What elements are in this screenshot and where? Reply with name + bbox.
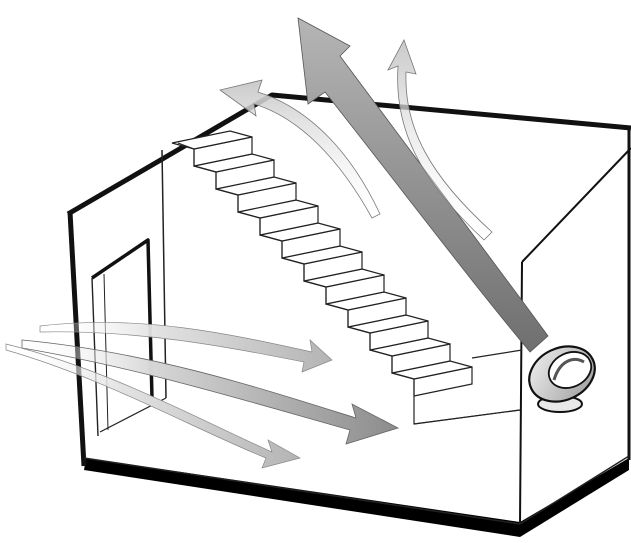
airflow-arrow-exhaust-left: [219, 79, 381, 219]
left-wall-edge: [67, 211, 87, 467]
exhaust-airflow: [219, 17, 549, 353]
airflow-arrow-exhaust-right: [387, 39, 493, 241]
airflow-arrow-intake-1: [39, 322, 333, 373]
stair-base: [413, 396, 521, 425]
stair-tread: [171, 130, 253, 150]
floor-base: [84, 458, 520, 537]
staircase: [171, 130, 521, 425]
stair-wall-floor-line: [471, 349, 523, 359]
back-wall-top-edge: [66, 92, 631, 217]
floor-front-line: [83, 457, 521, 525]
airflow-arrow-exhaust-main: [297, 17, 549, 353]
doorway: [91, 238, 154, 437]
floor-right-line: [519, 455, 630, 525]
right-wall-top-edge: [521, 147, 631, 263]
stair-stringer: [177, 142, 415, 396]
airflow-arrow-intake-2: [21, 339, 400, 445]
fan-icon: [528, 345, 596, 413]
floor-base-right: [520, 458, 629, 537]
airflow-arrow-intake-3: [5, 343, 301, 469]
intake-airflow: [5, 322, 400, 469]
inner-back-left-corner: [161, 149, 167, 399]
